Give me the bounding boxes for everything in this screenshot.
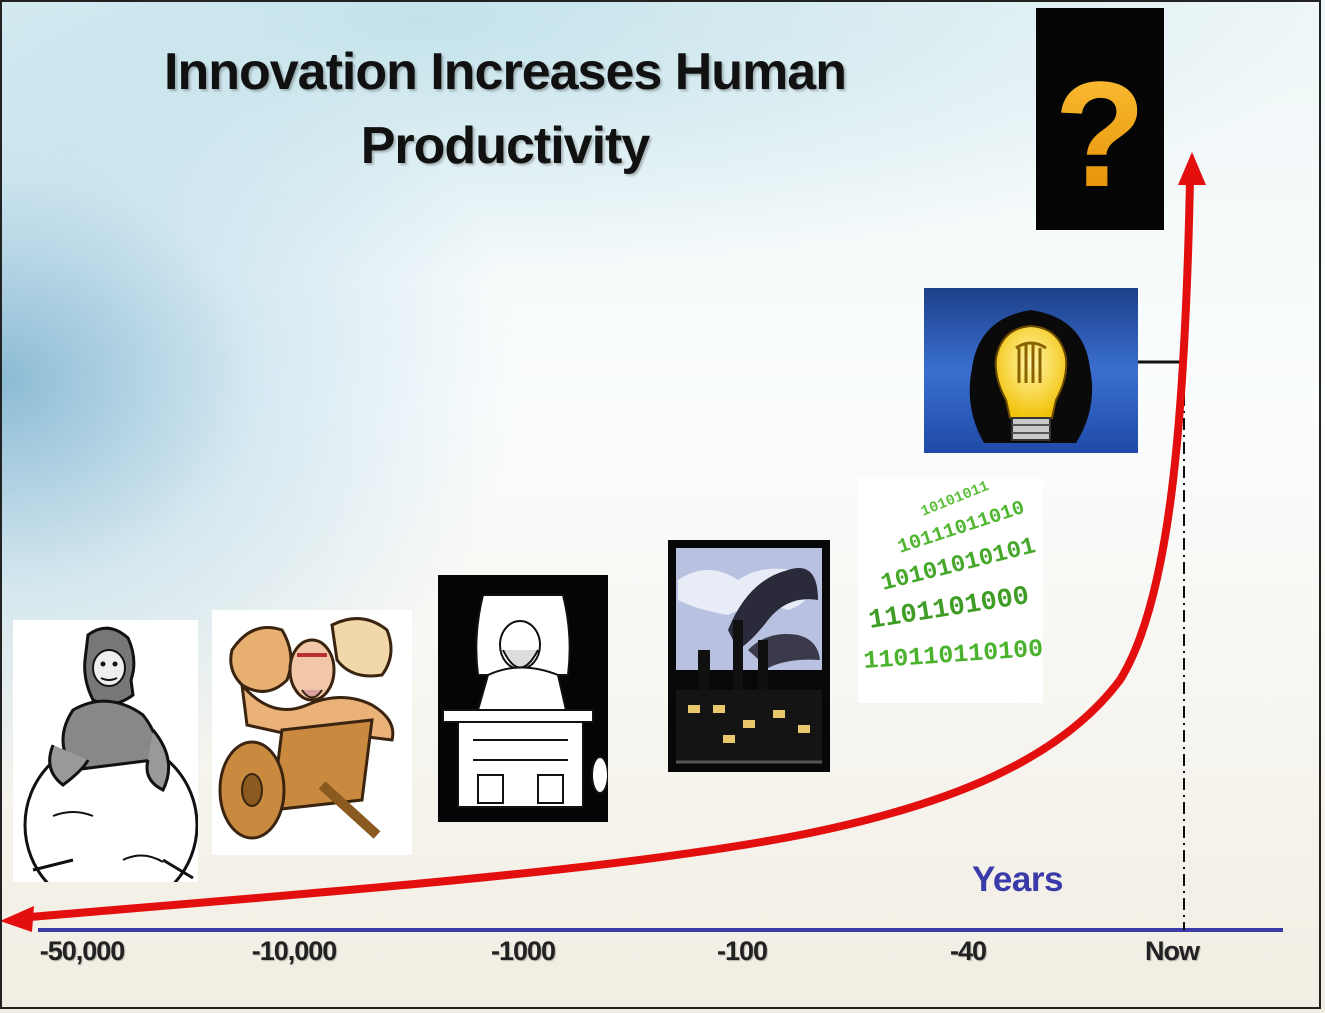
x-tick-label: -1000 — [490, 936, 556, 966]
question-mark: ? — [1054, 50, 1146, 218]
curve-arrowhead-left-icon — [0, 906, 34, 932]
title-line-2: Productivity — [360, 117, 651, 175]
title-line-1: Innovation Increases Human — [164, 43, 847, 101]
x-tick-label: -100 — [716, 936, 768, 966]
x-tick-label: Now — [1145, 936, 1200, 966]
x-tick-label: -50,000 — [39, 936, 126, 966]
question-mark-icon: ? — [1036, 8, 1164, 230]
productivity-curve — [14, 176, 1194, 922]
x-tick-label: -40 — [949, 936, 987, 966]
axis-label-years: Years — [972, 860, 1063, 899]
curve-arrowhead-right-icon — [1178, 152, 1206, 185]
scholar-at-desk-icon — [438, 575, 609, 822]
horse-drawn-chariot-icon — [212, 610, 412, 855]
lightbulb-head-icon — [924, 288, 1138, 453]
x-tick-label: -10,000 — [251, 936, 338, 966]
industrial-factory-icon — [668, 540, 830, 772]
binary-code-icon: 10101011 10111011010 10101010101 1101101… — [858, 478, 1044, 703]
caveman-pushing-stone-icon — [13, 620, 199, 913]
